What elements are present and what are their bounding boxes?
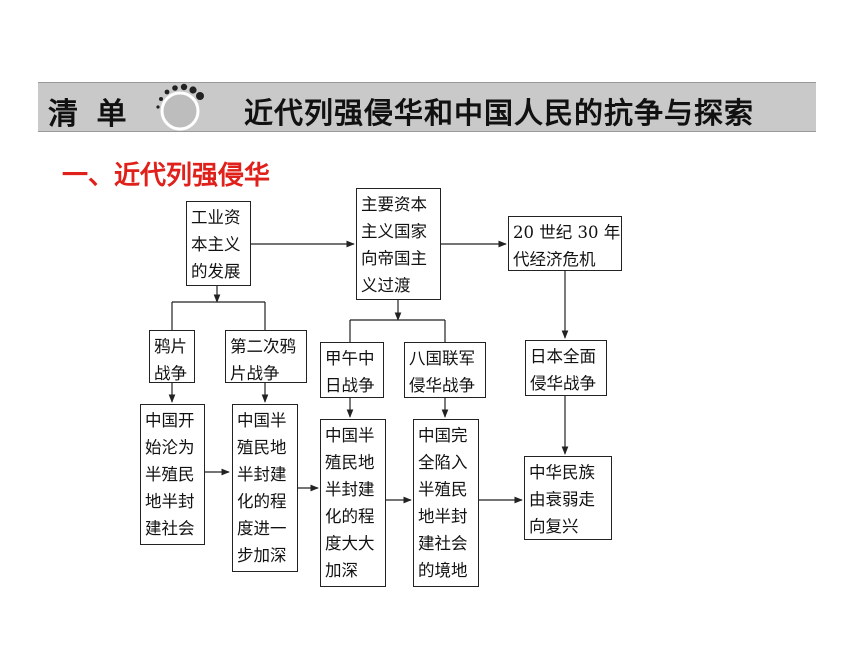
node-imperialism-transition: 主要资本 主义国家 向帝国主 义过渡 [356, 188, 441, 300]
node-line: 化的程 [237, 492, 287, 511]
node-second-opium-war: 第二次鸦 片战争 [225, 330, 307, 383]
node-line: 义过渡 [361, 276, 411, 295]
node-line: 殖民地 [325, 453, 375, 472]
node-japan-full-invasion: 日本全面 侵华战争 [525, 340, 607, 396]
node-line: 加深 [325, 561, 358, 580]
node-result-fully-semi-colonial: 中国完 全陷入 半殖民 地半封 建社会 的境地 [413, 419, 479, 587]
node-line: 第二次鸦 [230, 337, 296, 356]
node-line: 中国开 [145, 411, 195, 430]
node-line: 中国完 [418, 426, 468, 445]
section-heading: 一、近代列强侵华 [62, 161, 271, 191]
node-line: 甲午中 [325, 349, 375, 368]
node-opium-war: 鸦片 战争 [149, 330, 195, 383]
node-line: 度进一 [237, 519, 287, 538]
banner-list-label: 清 单 [48, 97, 131, 132]
node-line: 向帝国主 [361, 249, 427, 268]
node-line: 地半封 [145, 492, 195, 511]
node-line: 半殖民 [145, 465, 195, 484]
node-line: 半封建 [237, 465, 287, 484]
node-line: 向复兴 [529, 517, 579, 536]
node-line: 中国半 [237, 411, 287, 430]
node-line: 步加深 [237, 546, 287, 565]
banner-title: 近代列强侵华和中国人民的抗争与探索 [244, 96, 755, 130]
node-line: 主义国家 [361, 222, 427, 241]
node-line: 建社会 [418, 534, 468, 553]
node-line: 殖民地 [237, 438, 287, 457]
node-eight-nation-alliance: 八国联军 侵华战争 [404, 342, 486, 398]
decorative-circle-icon [156, 83, 204, 131]
node-line: 侵华战争 [409, 376, 475, 395]
node-result-greatly-deepened: 中国半 殖民地 半封建 化的程 度大大 加深 [320, 419, 386, 587]
node-line: 始沦为 [145, 438, 195, 457]
node-result-deepened: 中国半 殖民地 半封建 化的程 度进一 步加深 [232, 404, 298, 572]
node-line: 半殖民 [418, 480, 468, 499]
node-line: 的境地 [418, 561, 468, 580]
node-line: 20 世纪 30 年 [513, 223, 621, 242]
node-economic-crisis: 20 世纪 30 年 代经济危机 [508, 216, 622, 271]
node-line: 代经济危机 [513, 250, 596, 269]
node-sino-japanese-war: 甲午中 日战争 [320, 342, 384, 398]
node-line: 度大大 [325, 534, 375, 553]
node-result-national-revival: 中华民族 由衰弱走 向复兴 [524, 456, 612, 540]
node-line: 八国联军 [409, 349, 475, 368]
node-line: 中国半 [325, 426, 375, 445]
node-line: 地半封 [418, 507, 468, 526]
node-line: 本主义 [191, 235, 241, 254]
node-line: 半封建 [325, 480, 375, 499]
node-line: 战争 [154, 364, 187, 383]
node-line: 鸦片 [154, 337, 187, 356]
node-line: 建社会 [145, 519, 195, 538]
node-line: 的发展 [191, 262, 241, 281]
node-result-semi-colonial-begin: 中国开 始沦为 半殖民 地半封 建社会 [140, 404, 205, 545]
node-line: 片战争 [230, 364, 280, 383]
node-line: 主要资本 [361, 195, 427, 214]
node-line: 日本全面 [530, 347, 596, 366]
node-line: 日战争 [325, 376, 375, 395]
section-banner: 清 单 近代列强侵华和中国人民的抗争与探索 [38, 82, 816, 132]
node-line: 化的程 [325, 507, 375, 526]
node-industrial-capitalism: 工业资 本主义 的发展 [186, 201, 251, 286]
node-line: 全陷入 [418, 453, 468, 472]
node-line: 侵华战争 [530, 374, 596, 393]
node-line: 由衰弱走 [529, 490, 595, 509]
node-line: 中华民族 [529, 463, 595, 482]
node-line: 工业资 [191, 208, 241, 227]
